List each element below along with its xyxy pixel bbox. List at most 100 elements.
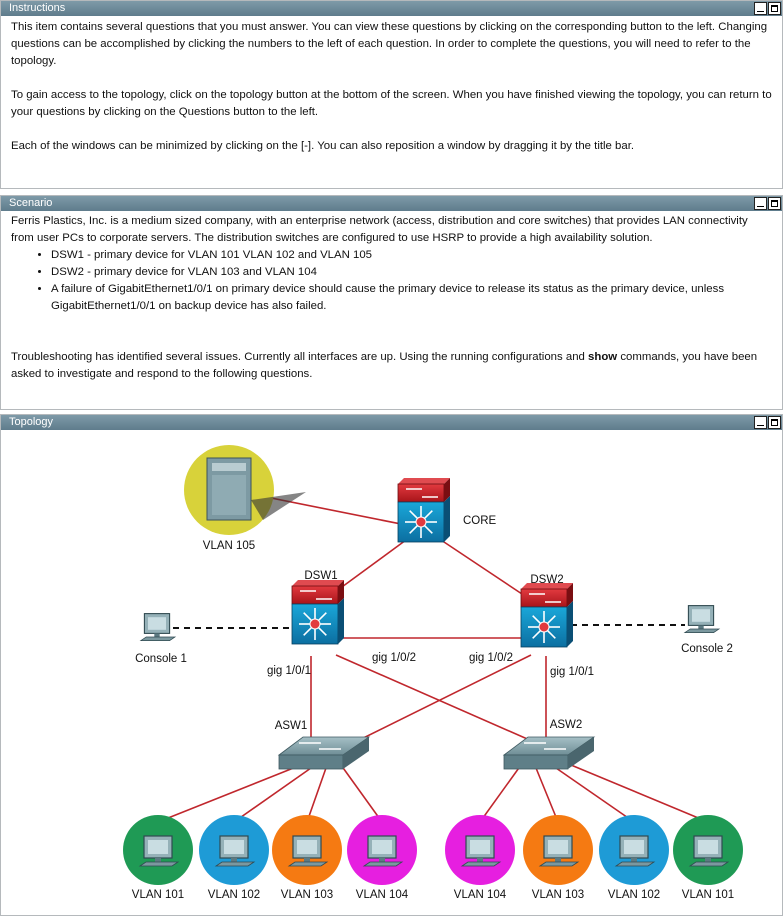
core-switch-switch-side bbox=[444, 496, 450, 542]
pc-vlan-label: VLAN 102 bbox=[208, 889, 260, 901]
asw1-label: ASW1 bbox=[275, 720, 308, 732]
console2-label: Console 2 bbox=[681, 643, 733, 655]
core-label: CORE bbox=[463, 515, 497, 527]
scenario-intro: Ferris Plastics, Inc. is a medium sized … bbox=[11, 215, 748, 244]
pc-icon-screen bbox=[470, 840, 490, 854]
dsw1-switch-arrow bbox=[303, 612, 313, 622]
scenario-maximize-button[interactable] bbox=[768, 197, 781, 210]
scenario-minimize-button[interactable] bbox=[754, 197, 767, 210]
dsw1-switch-arrow bbox=[317, 612, 327, 622]
scenario-bullet: A failure of GigabitEthernet1/0/1 on pri… bbox=[51, 281, 772, 315]
topology-maximize-button[interactable] bbox=[768, 416, 781, 429]
pc-icon-stand bbox=[231, 858, 237, 862]
pc-vlan-label: VLAN 101 bbox=[682, 889, 734, 901]
dsw2-switch-arrow bbox=[532, 615, 542, 625]
pc-icon-stand bbox=[477, 858, 483, 862]
instructions-paragraph: Each of the windows can be minimized by … bbox=[11, 140, 635, 152]
scenario-body: Ferris Plastics, Inc. is a medium sized … bbox=[1, 211, 782, 383]
dsw1-label: DSW1 bbox=[304, 570, 337, 582]
dsw2-gig102-label: gig 1/0/2 bbox=[469, 652, 513, 664]
asw2-label: ASW2 bbox=[550, 719, 583, 731]
core-switch-router-arrows bbox=[406, 488, 438, 498]
dsw1-switch-hub bbox=[309, 618, 321, 630]
topology-minimize-button[interactable] bbox=[754, 416, 767, 429]
server-face bbox=[212, 475, 246, 515]
topology-window: Topology VLAN 105 CORE DSW1 DSW2 Console… bbox=[0, 414, 783, 916]
instructions-maximize-button[interactable] bbox=[768, 2, 781, 15]
console1-pc-icon-keyboard bbox=[139, 636, 177, 641]
scenario-bullet: DSW2 - primary device for VLAN 103 and V… bbox=[51, 264, 772, 281]
pc-icon-stand bbox=[304, 858, 310, 862]
dsw2-switch-switch-side bbox=[567, 601, 573, 647]
instructions-title: Instructions bbox=[9, 2, 66, 14]
asw1-switch-front bbox=[278, 754, 344, 770]
dsw2-switch-router-side bbox=[567, 583, 573, 607]
pc-icon-keyboard bbox=[287, 861, 329, 867]
asw1-switch-side bbox=[343, 737, 369, 769]
link-access-pc bbox=[306, 767, 327, 823]
link-dsw2-asw1 bbox=[338, 654, 532, 751]
instructions-paragraph: To gain access to the topology, click on… bbox=[11, 89, 772, 118]
pc-layer: VLAN 101 VLAN 102 VLAN 103 VLAN 104 VLAN 104… bbox=[123, 815, 743, 901]
core-switch-router-face bbox=[397, 483, 445, 503]
pc-icon-stand bbox=[555, 858, 561, 862]
asw2-switch-arrows bbox=[524, 742, 566, 750]
instructions-titlebar[interactable]: Instructions bbox=[1, 1, 782, 16]
scenario-closing-text-end: commands, you have been asked to investi… bbox=[11, 351, 758, 380]
pc-icon-stand bbox=[705, 858, 711, 862]
asw1-switch-arrows bbox=[299, 742, 341, 750]
asw2-switch-front bbox=[503, 754, 569, 770]
console2-pc-icon bbox=[683, 605, 721, 633]
asw2-switch bbox=[502, 736, 596, 770]
pc-vlan-label: VLAN 104 bbox=[454, 889, 507, 901]
pc-icon bbox=[138, 835, 180, 867]
scenario-bullet-list: DSW1 - primary device for VLAN 101 VLAN … bbox=[11, 247, 772, 315]
pc-icon bbox=[538, 835, 580, 867]
pc-icon-keyboard bbox=[362, 861, 404, 867]
pc-icon-screen bbox=[148, 840, 168, 854]
show-command-text: show bbox=[588, 351, 618, 363]
core-switch bbox=[397, 478, 450, 543]
topology-titlebar[interactable]: Topology bbox=[1, 415, 782, 430]
pc-icon-keyboard bbox=[538, 861, 580, 867]
instructions-window: Instructions This item contains several … bbox=[0, 0, 783, 189]
scenario-title: Scenario bbox=[9, 197, 53, 209]
scenario-window: Scenario Ferris Plastics, Inc. is a medi… bbox=[0, 195, 783, 410]
pc-icon bbox=[287, 835, 329, 867]
core-switch-arrow bbox=[423, 510, 433, 520]
link-access-pc bbox=[157, 764, 302, 823]
server-shadow bbox=[251, 492, 306, 520]
link-access-pc bbox=[479, 764, 522, 823]
scenario-closing-text: Troubleshooting has identified several i… bbox=[11, 351, 589, 363]
pc-icon bbox=[688, 835, 730, 867]
dsw1-switch-arrow bbox=[317, 626, 327, 636]
pc-vlan-label: VLAN 103 bbox=[532, 889, 584, 901]
pc-icon-screen bbox=[548, 840, 568, 854]
dsw1-switch-router-face bbox=[291, 585, 339, 605]
dsw1-switch bbox=[291, 580, 344, 645]
pc-icon bbox=[362, 835, 404, 867]
console1-pc-icon-screen bbox=[148, 617, 166, 630]
dsw2-switch-router-face bbox=[520, 588, 568, 608]
core-switch-arrow bbox=[423, 524, 433, 534]
pc-vlan-label: VLAN 101 bbox=[132, 889, 184, 901]
asw2-switch-side bbox=[568, 737, 594, 769]
console1-pc-icon-stand bbox=[154, 633, 160, 637]
label-layer: VLAN 105 CORE DSW1 DSW2 Console 1 Consol… bbox=[135, 515, 733, 732]
core-switch-router-side bbox=[444, 478, 450, 502]
pc-icon-keyboard bbox=[614, 861, 656, 867]
scenario-titlebar[interactable]: Scenario bbox=[1, 196, 782, 211]
dsw1-gig102-label: gig 1/0/2 bbox=[372, 652, 416, 664]
pc-icon bbox=[614, 835, 656, 867]
pc-vlan-label: VLAN 104 bbox=[356, 889, 409, 901]
dsw2-switch-arrow bbox=[546, 629, 556, 639]
link-access-pc bbox=[570, 764, 709, 823]
pc-icon-screen bbox=[224, 840, 244, 854]
console2-pc-icon-stand bbox=[698, 625, 704, 629]
dsw1-switch-top bbox=[292, 580, 344, 586]
instructions-minimize-button[interactable] bbox=[754, 2, 767, 15]
pc-icon-screen bbox=[297, 840, 317, 854]
link-core-dsw2 bbox=[440, 539, 532, 601]
pc-icon-screen bbox=[698, 840, 718, 854]
pc-icon-keyboard bbox=[460, 861, 502, 867]
